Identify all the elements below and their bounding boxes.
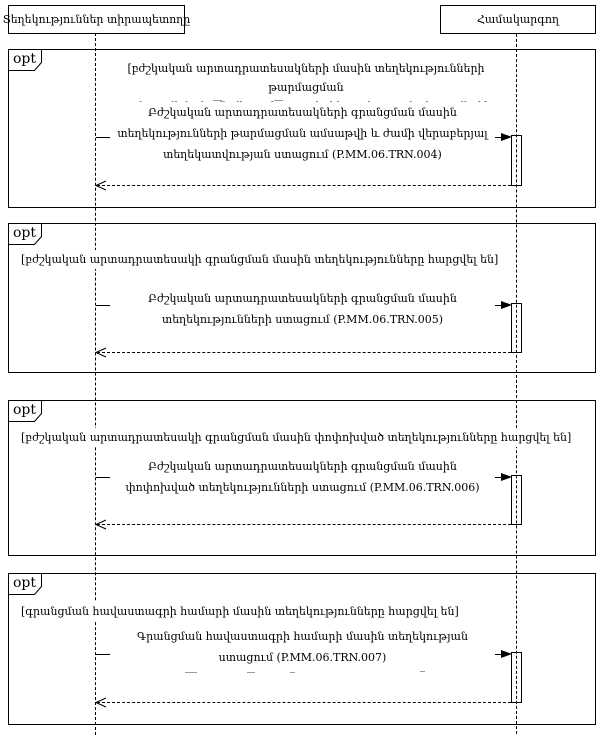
faint-mark <box>420 671 425 672</box>
opt-fragment-4: opt [գրանցման հավաստագրի համարի մասին տե… <box>8 573 596 725</box>
opt-tab-2: opt <box>8 223 42 245</box>
guard-label-3: [բժշկական արտադրատեսակի գրանցման մասին փ… <box>19 428 574 447</box>
participant-box-coordinator: Համակարգող <box>440 5 596 34</box>
activation-bar-2 <box>511 303 522 353</box>
opt-tab-3: opt <box>8 400 42 422</box>
opt-operator-label: opt <box>13 575 37 591</box>
opt-fragment-2: opt [բժշկական արտադրատեսակի գրանցման մաս… <box>8 223 596 373</box>
faint-mark <box>247 672 255 673</box>
opt-tab-shape-icon <box>8 400 42 422</box>
faint-mark <box>185 672 197 673</box>
participant-box-information-holder: Տեղեկություններ տիրապետողը <box>3 5 190 34</box>
lifeline-right <box>516 34 517 734</box>
return-arrow-4 <box>97 702 511 703</box>
faint-mark <box>274 100 283 101</box>
message-label-1: Բժշկական արտադրատեսակների գրանցման մասին… <box>110 102 495 165</box>
opt-tab-4: opt <box>8 573 42 595</box>
opt-tab-shape-icon <box>8 49 42 71</box>
arrowhead-open-icon <box>95 180 107 191</box>
lifeline-left <box>95 33 96 735</box>
return-arrow-1 <box>97 185 511 186</box>
return-arrow-3 <box>97 524 511 525</box>
opt-operator-label: opt <box>13 225 37 241</box>
return-arrow-2 <box>97 352 511 353</box>
message-label-3: Բժշկական արտադրատեսակների գրանցման մասին… <box>110 456 495 498</box>
arrowhead-filled-icon <box>501 133 512 141</box>
arrowhead-open-icon <box>95 347 107 358</box>
activation-bar-3 <box>511 475 522 525</box>
arrowhead-open-icon <box>95 519 107 530</box>
activation-bar-4 <box>511 652 522 703</box>
faint-mark <box>290 672 295 673</box>
opt-fragment-3: opt [բժշկական արտադրատեսակի գրանցման մաս… <box>8 400 596 556</box>
opt-tab-shape-icon <box>8 573 42 595</box>
message-label-4: Գրանցման հավաստագրի համարի մասին տեղեկու… <box>110 626 495 668</box>
opt-tab-shape-icon <box>8 223 42 245</box>
participant-label-information-holder: Տեղեկություններ տիրապետողը <box>2 13 191 26</box>
message-label-2: Բժշկական արտադրատեսակների գրանցման մասին… <box>110 288 495 330</box>
opt-operator-label: opt <box>13 402 37 418</box>
opt-operator-label: opt <box>13 51 37 67</box>
arrowhead-filled-icon <box>501 650 512 658</box>
arrowhead-filled-icon <box>501 473 512 481</box>
activation-bar-1 <box>511 135 522 186</box>
guard-label-4: [գրանցման հավաստագրի համարի մասին տեղեկո… <box>19 602 461 621</box>
guard-label-2: [բժշկական արտադրատեսակի գրանցման մասին տ… <box>19 250 501 269</box>
arrowhead-filled-icon <box>501 301 512 309</box>
opt-tab-1: opt <box>8 49 42 71</box>
participant-label-coordinator: Համակարգող <box>476 13 560 26</box>
faint-mark <box>213 100 222 101</box>
arrowhead-open-icon <box>95 697 107 708</box>
